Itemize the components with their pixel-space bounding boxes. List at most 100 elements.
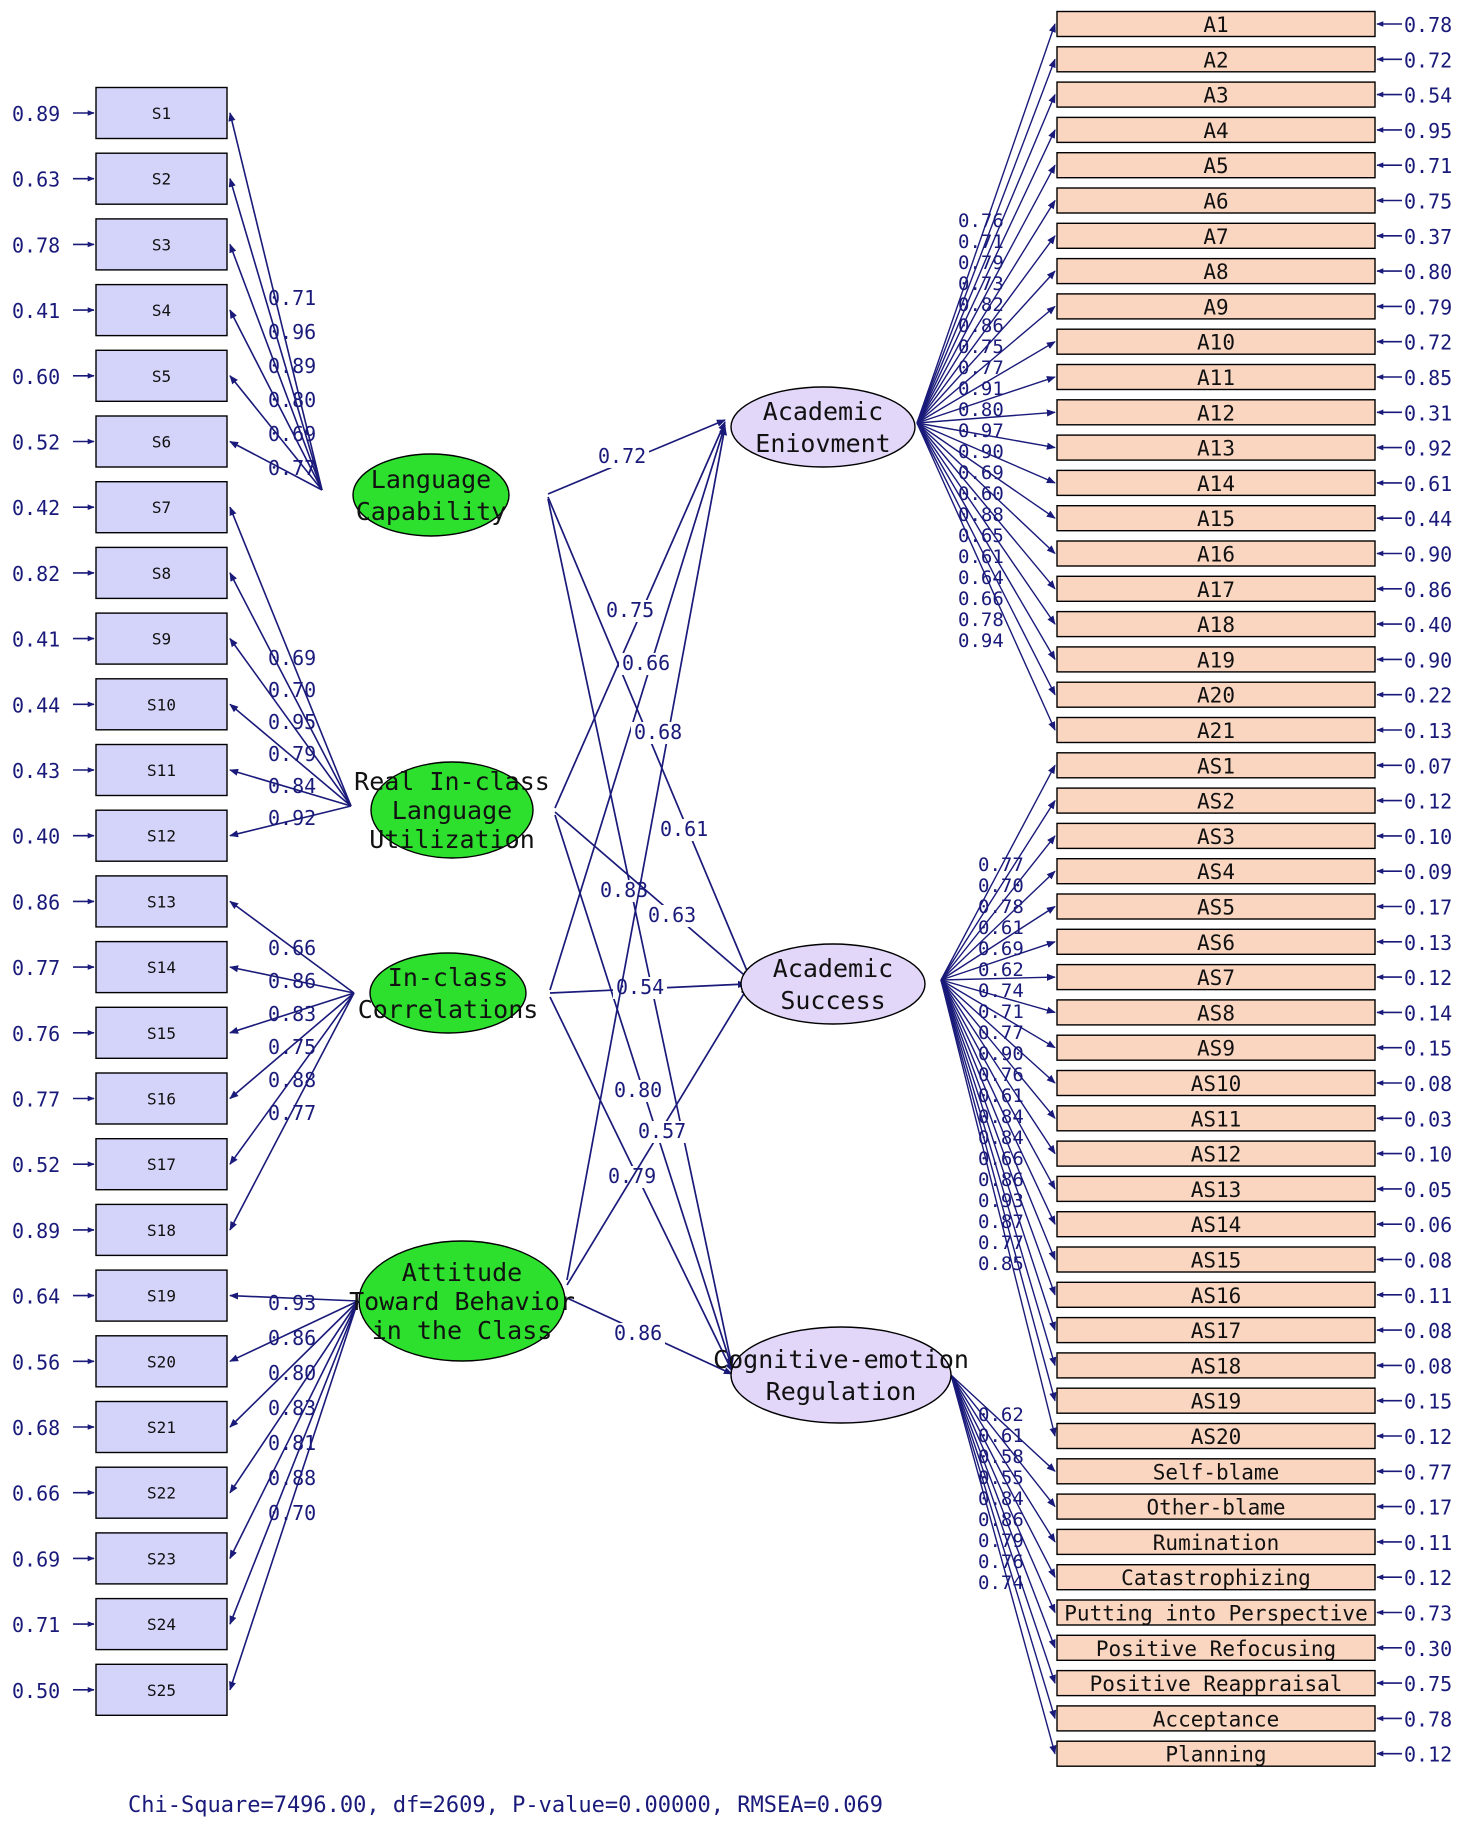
loading-arrow xyxy=(229,375,323,491)
indicator-box-s2 xyxy=(95,152,228,205)
factor-loading: 0.77 xyxy=(978,854,1024,876)
error-variance: 0.64 xyxy=(12,1285,60,1309)
indicator-box-as12 xyxy=(1056,1140,1376,1167)
loading-arrow xyxy=(940,764,1056,981)
indicator-label: Positive Refocusing xyxy=(1096,1637,1336,1661)
loading-arrow xyxy=(940,979,1056,1331)
construct-label-atb: Toward Behavior xyxy=(349,1287,575,1316)
factor-loading: 0.77 xyxy=(978,1232,1024,1254)
error-variance: 0.95 xyxy=(1404,119,1452,143)
factor-loading: 0.77 xyxy=(268,456,316,480)
error-variance: 0.41 xyxy=(12,299,60,323)
construct-ic xyxy=(369,952,527,1034)
indicator-box-s12 xyxy=(95,809,228,862)
indicator-label: A12 xyxy=(1197,401,1235,425)
error-variance: 0.60 xyxy=(12,365,60,389)
loading-arrow xyxy=(940,979,1056,1261)
indicator-label: A6 xyxy=(1203,190,1228,214)
error-variance: 0.78 xyxy=(1404,13,1452,37)
indicator-box-as2 xyxy=(1056,787,1376,814)
indicator-box-rumination xyxy=(1056,1528,1376,1556)
indicator-box-a20 xyxy=(1056,681,1376,708)
error-variance: 0.82 xyxy=(12,562,60,586)
indicator-box-as17 xyxy=(1056,1316,1376,1344)
construct-label-atb: in the Class xyxy=(372,1316,553,1345)
loading-arrow xyxy=(916,422,1056,450)
loading-arrow xyxy=(940,940,1056,981)
indicator-box-a21 xyxy=(1056,716,1376,744)
error-variance: 0.54 xyxy=(1404,84,1452,108)
indicator-label: Catastrophizing xyxy=(1121,1566,1311,1590)
path-coefficient: 0.75 xyxy=(606,598,654,622)
indicator-label: S25 xyxy=(147,1681,176,1700)
factor-loading: 0.69 xyxy=(268,646,316,670)
construct-label-atb: Attitude xyxy=(402,1258,522,1287)
error-variance: 0.44 xyxy=(1404,507,1452,531)
loading-arrow xyxy=(940,979,1057,1402)
structural-path-lc-cer xyxy=(547,498,734,1367)
construct-label-ae: Academic xyxy=(763,397,883,426)
loading-arrow xyxy=(916,93,1056,424)
path-coefficient: 0.63 xyxy=(648,903,696,927)
factor-loading: 0.61 xyxy=(978,917,1024,939)
indicator-box-as7 xyxy=(1056,963,1376,991)
indicator-label: S11 xyxy=(147,761,176,780)
factor-loading: 0.65 xyxy=(958,525,1004,547)
indicator-box-s4 xyxy=(95,283,228,337)
indicator-label: AS18 xyxy=(1191,1354,1242,1378)
factor-loading: 0.93 xyxy=(978,1190,1024,1212)
indicator-label: AS16 xyxy=(1191,1284,1242,1308)
construct-atb xyxy=(358,1240,566,1362)
loading-arrow xyxy=(916,422,1056,696)
indicator-label: A7 xyxy=(1203,225,1228,249)
loading-arrow xyxy=(229,1300,359,1560)
loading-arrow xyxy=(229,637,352,807)
loading-arrow xyxy=(940,979,1056,1296)
indicator-box-s9 xyxy=(95,612,228,665)
factor-loading: 0.84 xyxy=(978,1488,1024,1510)
indicator-box-a19 xyxy=(1056,646,1376,673)
indicator-box-as11 xyxy=(1056,1105,1376,1132)
indicator-box-s17 xyxy=(95,1137,228,1191)
construct-cer xyxy=(730,1326,952,1424)
error-variance: 0.10 xyxy=(1404,1143,1452,1167)
error-variance: 0.79 xyxy=(1404,295,1452,319)
loading-arrow xyxy=(950,1374,1056,1508)
error-variance: 0.56 xyxy=(12,1350,60,1374)
loading-arrow xyxy=(940,870,1056,981)
indicator-label: A16 xyxy=(1197,543,1235,567)
factor-loading: 0.77 xyxy=(958,357,1004,379)
loading-arrow xyxy=(950,1374,1056,1543)
indicator-label: AS12 xyxy=(1191,1143,1242,1167)
loading-arrow xyxy=(916,422,1056,625)
indicator-box-s24 xyxy=(95,1597,228,1651)
error-variance: 0.08 xyxy=(1404,1249,1452,1273)
indicator-label: AS14 xyxy=(1191,1213,1242,1237)
factor-loading: 0.76 xyxy=(978,1064,1024,1086)
construct-label-ae: Eniovment xyxy=(755,429,890,458)
indicator-label: S14 xyxy=(147,958,176,977)
factor-loading: 0.79 xyxy=(958,252,1004,274)
indicator-label: A5 xyxy=(1203,154,1228,178)
factor-loading: 0.84 xyxy=(268,774,316,798)
error-variance: 0.13 xyxy=(1404,931,1452,955)
indicator-box-as1 xyxy=(1056,752,1376,779)
path-coefficient-bg xyxy=(613,977,667,999)
indicator-label: AS10 xyxy=(1191,1072,1242,1096)
factor-loading: 0.84 xyxy=(978,1106,1024,1128)
indicator-label: A19 xyxy=(1197,648,1235,672)
indicator-box-a2 xyxy=(1056,46,1376,73)
error-variance: 0.86 xyxy=(12,890,60,914)
indicator-label: A11 xyxy=(1197,366,1235,390)
error-variance: 0.66 xyxy=(12,1482,60,1506)
error-variance: 0.68 xyxy=(12,1416,60,1440)
error-variance: 0.06 xyxy=(1404,1213,1452,1237)
indicator-label: A8 xyxy=(1203,260,1228,284)
loading-arrow xyxy=(229,1300,359,1428)
loading-arrow xyxy=(940,905,1056,981)
loading-arrow xyxy=(229,1300,359,1494)
indicator-label: AS7 xyxy=(1197,966,1235,990)
error-variance: 0.52 xyxy=(12,1153,60,1177)
indicator-label: AS13 xyxy=(1191,1178,1242,1202)
